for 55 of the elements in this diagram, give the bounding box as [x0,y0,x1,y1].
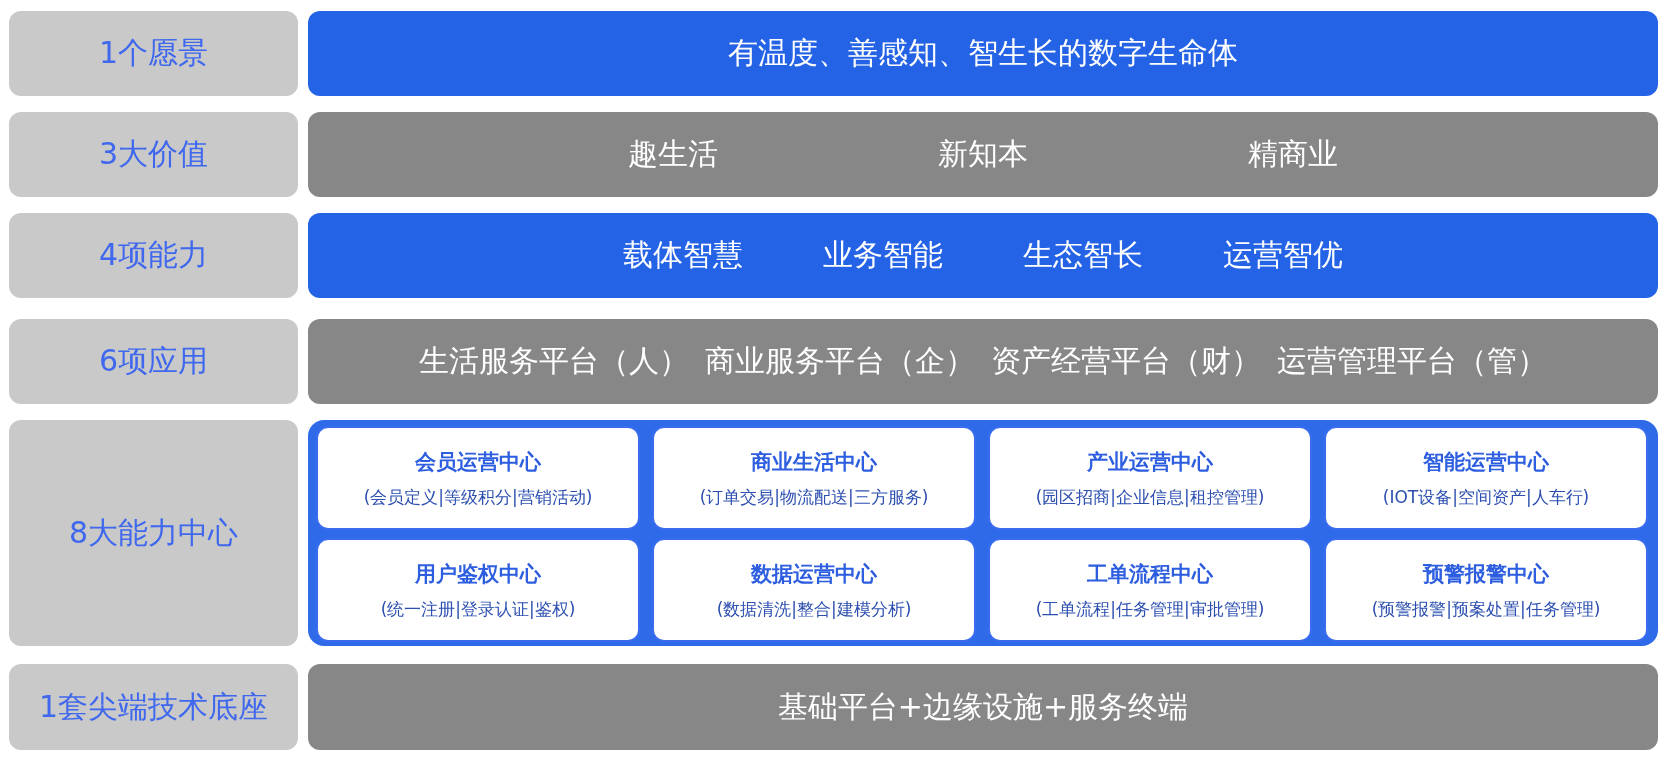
layer-band [308,112,1658,197]
card-title: 商业生活中心 [751,448,877,476]
card-subtitle: (园区招商|企业信息|租控管理) [1035,485,1265,509]
row-label: 6项应用 [98,342,209,380]
card-panel [308,420,1658,646]
row-label: 1套尖端技术底座 [38,687,269,726]
layer-band [308,11,1658,96]
layer-band [308,319,1658,404]
band-text: 基础平台+边缘设施+服务终端 [777,687,1189,726]
band-text: 生活服务平台（人） [419,342,689,380]
row-label: 1个愿景 [98,34,209,72]
band-text: 新知本 [938,135,1028,173]
card-title: 智能运营中心 [1423,448,1549,476]
row-label-box [9,319,298,404]
card-subtitle: (预警报警|预案处置|任务管理) [1371,597,1601,621]
capability-card [988,538,1312,642]
row-label-box [9,112,298,197]
row-label-box [9,420,298,646]
band-text: 运营管理平台（管） [1277,342,1547,380]
row-label-box [9,213,298,298]
band-text: 有温度、善感知、智生长的数字生命体 [728,34,1238,72]
card-title: 产业运营中心 [1087,448,1213,476]
capability-card [652,538,976,642]
band-text: 运营智优 [1223,236,1343,274]
card-title: 用户鉴权中心 [415,560,541,588]
band-text: 商业服务平台（企） [705,342,975,380]
band-text: 趣生活 [628,135,718,173]
band-text: 业务智能 [823,236,943,274]
layer-band [308,664,1658,750]
band-text: 生态智长 [1023,236,1143,274]
card-title: 数据运营中心 [751,560,877,588]
capability-card [652,426,976,530]
capability-card [1324,426,1648,530]
band-text: 载体智慧 [623,236,743,274]
card-subtitle: (工单流程|任务管理|审批管理) [1035,597,1265,621]
row-label-box [9,664,298,750]
card-title: 工单流程中心 [1087,560,1213,588]
card-subtitle: (统一注册|登录认证|鉴权) [380,597,576,621]
capability-card [988,426,1312,530]
band-text: 精商业 [1248,135,1338,173]
row-label: 4项能力 [98,236,209,274]
capability-card [316,538,640,642]
card-subtitle: (会员定义|等级积分|营销活动) [363,485,593,509]
row-label: 8大能力中心 [68,513,239,552]
card-title: 会员运营中心 [415,448,541,476]
card-title: 预警报警中心 [1423,560,1549,588]
card-subtitle: (数据清洗|整合|建模分析) [716,597,912,621]
capability-card [316,426,640,530]
layer-band [308,213,1658,298]
card-subtitle: (IOT设备|空间资产|人车行) [1382,485,1590,509]
row-label: 3大价值 [98,135,209,173]
card-subtitle: (订单交易|物流配送|三方服务) [699,485,929,509]
band-text: 资产经营平台（财） [991,342,1261,380]
row-label-box [9,11,298,96]
capability-card [1324,538,1648,642]
